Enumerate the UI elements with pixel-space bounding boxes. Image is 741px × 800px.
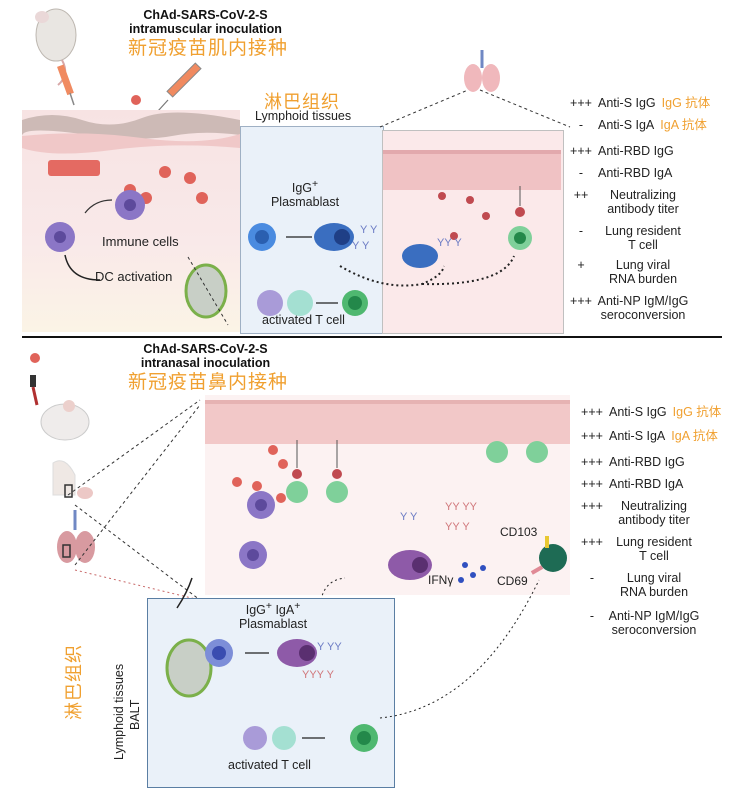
top-lymph-cells: Y Y Y Y (248, 223, 378, 316)
trm-cell-icon (539, 544, 567, 572)
syringe-icon (166, 62, 202, 98)
bottom-title-cn: 新冠疫苗鼻内接种 (127, 372, 288, 393)
top-lymph-en: Lymphoid tissues (255, 109, 352, 123)
top-lung-cells: YY Y (339, 186, 532, 287)
virus-icon (276, 493, 286, 503)
top-title-en-line1: ChAd-SARS-CoV-2-S (143, 8, 268, 22)
cd69-marker (530, 565, 544, 575)
resident-t-cell-icon (526, 441, 548, 463)
lymph-node-icon (165, 638, 213, 698)
antigen-icon (332, 469, 342, 479)
cd69-label: CD69 (497, 574, 528, 588)
cd103-label: CD103 (500, 525, 538, 539)
svg-text:YY Y: YY Y (445, 521, 470, 533)
virus-icon (30, 353, 40, 363)
bottom-epithelium (205, 400, 570, 444)
muscle-fiber (48, 160, 100, 176)
top-title-cn: 新冠疫苗肌内接种 (127, 38, 288, 59)
top-plasmablast-label: IgG+ Plasmablast (270, 179, 340, 210)
svg-text:Y Y: Y Y (360, 224, 378, 236)
virus-icon (159, 166, 171, 178)
ifng-label: IFNγ (428, 573, 454, 587)
arrow-icon (84, 199, 113, 214)
arrow-icon (176, 577, 193, 609)
svg-text:Y YY: Y YY (317, 641, 342, 653)
resident-t-cell-icon (486, 441, 508, 463)
plasmablast-icon (402, 244, 438, 268)
skin-layer (22, 112, 240, 154)
mouse-ear (35, 11, 49, 23)
virus-icon (131, 95, 141, 105)
virus-icon (466, 196, 474, 204)
top-epithelium (383, 150, 561, 190)
virus-icon (268, 445, 278, 455)
virus-icon (196, 192, 208, 204)
dotted-arrow (320, 577, 346, 601)
ifng-molecule (462, 562, 468, 568)
dotted-arrow (379, 579, 540, 719)
bottom-plasmablast-label: IgG+ IgA+ Plasmablast (238, 601, 308, 632)
top-title-en-line2: intramuscular inoculation (129, 22, 282, 36)
immune-cells-label: Immune cells (102, 234, 179, 249)
lung-icon (57, 531, 77, 563)
bottom-activated-t-label: activated T cell (228, 758, 311, 772)
lung-region-box (62, 544, 71, 558)
svg-text:YY Y: YY Y (437, 237, 462, 249)
bottom-lymph-balt: BALT (128, 699, 142, 730)
virus-icon (438, 192, 446, 200)
syringe-icon (57, 64, 74, 96)
t-cell-icon (286, 481, 308, 503)
antigen-icon (292, 469, 302, 479)
lymph-node-icon (184, 256, 229, 326)
bottom-lymph-cn: 淋巴组织 (64, 644, 84, 720)
mouse-head (52, 460, 76, 496)
zoom-lines (379, 89, 571, 128)
lung-icon (464, 50, 500, 92)
virus-icon (184, 172, 196, 184)
dendritic-cell-icon (243, 726, 267, 750)
bottom-title-en-line2: intranasal inoculation (140, 356, 271, 370)
dendritic-cell-icon (257, 290, 283, 316)
bottom-lymph-cells: Y YY YYY Y (165, 577, 540, 752)
virus-icon (232, 477, 242, 487)
top-activated-t-label: activated T cell (262, 313, 345, 327)
bottom-lymph-en: Lymphoid tissues (112, 663, 126, 760)
syringe-illustration (157, 62, 202, 112)
airway-lung-illustration (52, 460, 95, 563)
virus-icon (278, 459, 288, 469)
nasal-region-box (64, 484, 73, 498)
svg-text:Y Y: Y Y (400, 511, 418, 523)
virus-icon (252, 481, 262, 491)
arrow-icon (64, 254, 101, 281)
top-lymph-cn: 淋巴组织 (264, 92, 340, 112)
antigen-icon (515, 207, 525, 217)
svg-text:Y Y: Y Y (352, 240, 370, 252)
bottom-title-en-line1: ChAd-SARS-CoV-2-S (143, 342, 268, 356)
bottom-tissue-cells: Y Y YY YY YY Y (232, 440, 567, 601)
dendritic-cells (45, 190, 145, 281)
panel-divider (22, 336, 722, 338)
dotted-arrow (421, 255, 515, 286)
cd103-marker (545, 536, 549, 548)
svg-text:YY YY: YY YY (445, 501, 478, 513)
mouse-body (35, 8, 77, 62)
naive-t-cell-icon (272, 726, 296, 750)
dotted-arrow (339, 265, 445, 287)
svg-text:YYY Y: YYY Y (302, 669, 335, 681)
virus-icon (482, 212, 490, 220)
bottom-zoom-lines (67, 399, 201, 601)
naive-t-cell-icon (287, 290, 313, 316)
dropper-icon (30, 375, 36, 387)
mouse-with-syringe-illustration (35, 8, 77, 106)
intranasal-mouse-illustration (30, 353, 90, 441)
dc-activation-label: DC activation (95, 269, 173, 284)
virus-icon (450, 232, 458, 240)
t-cell-icon (326, 481, 348, 503)
